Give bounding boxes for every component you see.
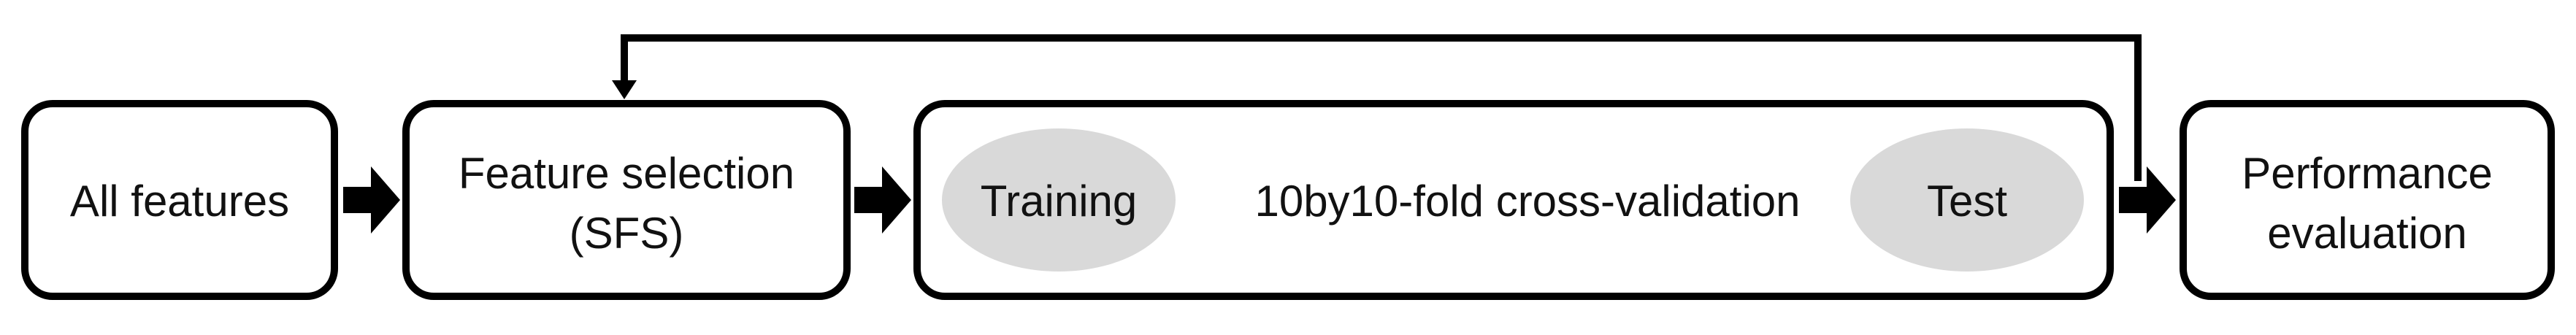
- test-label: Test: [1927, 177, 2007, 226]
- test-ellipse: [1850, 128, 2084, 272]
- cross-validation-box: Training 10by10-fold cross-validation Te…: [913, 100, 2114, 300]
- all-features-box: All features: [21, 100, 338, 300]
- arrow-selection-to-cv: [854, 166, 911, 234]
- feature-selection-label-line2: (SFS): [570, 209, 684, 258]
- all-features-label: All features: [70, 177, 289, 226]
- arrow-cv-to-performance: [2119, 166, 2176, 234]
- performance-evaluation-box: Performance evaluation: [2180, 100, 2555, 300]
- cross-validation-label: 10by10-fold cross-validation: [1254, 177, 1800, 226]
- performance-label-line1: Performance: [2242, 149, 2492, 198]
- performance-label-line2: evaluation: [2267, 209, 2467, 258]
- arrow-all-to-selection: [343, 166, 400, 234]
- feature-selection-box: Feature selection (SFS): [402, 100, 851, 300]
- feedback-loop-line: [621, 34, 2142, 181]
- feedback-loop-arrowhead: [612, 80, 637, 99]
- feature-selection-label-line1: Feature selection: [459, 149, 794, 198]
- training-ellipse: [942, 128, 1176, 272]
- feedback-loop: [612, 34, 2142, 181]
- training-label: Training: [981, 177, 1138, 226]
